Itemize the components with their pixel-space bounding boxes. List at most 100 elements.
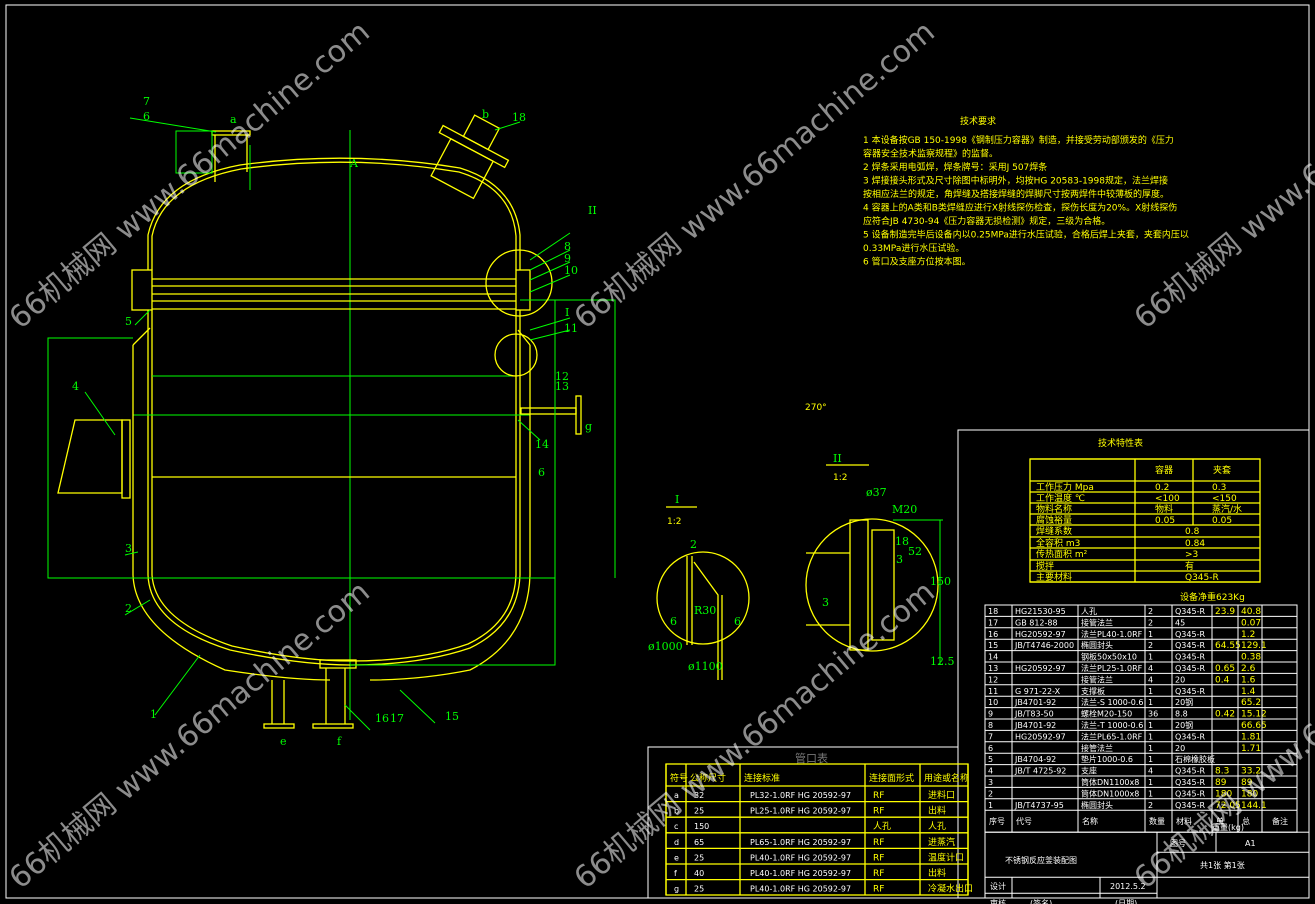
parts-list-cell: 16 xyxy=(988,630,998,639)
detail-II-circle xyxy=(485,249,553,317)
parts-list-cell: 椭圆封头 xyxy=(1081,640,1113,650)
parts-list-cell: 20钢 xyxy=(1175,720,1193,730)
parts-list-cell: 螺栓M20-150 xyxy=(1081,709,1132,719)
tech-table-value: 0.8 xyxy=(1185,527,1200,537)
parts-list-cell: 筒体DN1000x8 xyxy=(1081,788,1139,798)
parts-list-cell: 45 xyxy=(1175,618,1185,627)
nozzle-table-cell: 25 xyxy=(694,807,704,816)
nozzle-table-cell: 25 xyxy=(694,853,704,862)
nozzle-table-cell: 65 xyxy=(694,838,704,847)
parts-list-cell: JB/T 4725-92 xyxy=(1014,767,1066,776)
nozzle-table-cell: PL65-1.0RF HG 20592-97 xyxy=(750,838,851,847)
parts-list-cell: 40.8 xyxy=(1241,607,1261,617)
parts-list-cell: JB/T4746-2000 xyxy=(1014,641,1074,650)
parts-list-cell: 10 xyxy=(988,698,998,707)
tech-table-value: 0.3 xyxy=(1212,483,1226,493)
parts-list-cell: Q345-R xyxy=(1175,664,1205,673)
dim-text: 150 xyxy=(930,575,951,588)
parts-list-cell: 89 xyxy=(1215,778,1227,788)
tech-requirement-line: 6 管口及支座方位按本图。 xyxy=(863,256,971,268)
parts-list-cell: 石棉橡胶板 xyxy=(1175,754,1215,764)
nozzle-table-cell: 人孔 xyxy=(928,821,946,832)
detail-II-mark: II xyxy=(588,204,597,217)
parts-list-cell: 11 xyxy=(988,687,998,696)
parts-list-cell: 支座 xyxy=(1081,766,1097,776)
nozzle-bottom-center xyxy=(319,659,357,669)
tech-table-value: 有 xyxy=(1185,560,1194,572)
callout-13: 13 xyxy=(555,380,569,393)
parts-list-header: 材料 xyxy=(1176,816,1192,826)
callout-14: 14 xyxy=(535,438,549,451)
parts-list-cell: 0.07 xyxy=(1241,618,1261,628)
parts-list-cell: 2 xyxy=(1148,618,1153,627)
dim-text: 6 xyxy=(670,615,677,628)
tech-table-label: 腐蚀裕量 xyxy=(1036,514,1072,526)
nozzle-table-cell: 出料 xyxy=(928,805,946,817)
parts-list-header: 名称 xyxy=(1082,816,1098,826)
parts-list-cell: 144.1 xyxy=(1241,801,1267,811)
callout-15: 15 xyxy=(445,710,459,723)
tech-table-value: >3 xyxy=(1185,550,1198,560)
parts-list-cell: HG21530-95 xyxy=(1015,607,1066,616)
parts-list-header: 序号 xyxy=(989,816,1005,826)
watermark-text: 66机械网 www.66machine.com xyxy=(1128,574,1315,896)
dim-text: 12.5 xyxy=(930,655,955,668)
nozzle-table-header: 符号 xyxy=(670,772,688,784)
tech-table-value: 蒸汽/水 xyxy=(1212,503,1242,515)
angle-label: 270° xyxy=(805,403,827,413)
parts-list-cell: 4 xyxy=(1148,767,1153,776)
parts-list-cell: G 971-22-X xyxy=(1015,687,1061,696)
nozzle-table-cell: RF xyxy=(873,791,884,801)
tech-table-value: 物料 xyxy=(1155,503,1173,515)
tech-table-label: 焊缝系数 xyxy=(1036,525,1072,537)
parts-list-cell: 1.4 xyxy=(1241,687,1256,697)
parts-list-cell: 0.42 xyxy=(1215,710,1235,720)
manhole xyxy=(430,114,510,200)
detail-I-mark: I xyxy=(565,306,569,319)
reviewer-label: 审核 xyxy=(990,898,1006,904)
callout-7: 7 xyxy=(143,95,150,108)
tech-table-title: 技术特性表 xyxy=(1098,437,1143,449)
parts-list-cell: 0.38 xyxy=(1241,653,1261,663)
dim-text: 52 xyxy=(908,545,922,558)
parts-list-cell: 1.71 xyxy=(1241,744,1261,754)
parts-list-cell: Q345-R xyxy=(1175,607,1205,616)
detail-I-scale: 1:2 xyxy=(667,517,681,527)
nozzle-table-cell: 进料口 xyxy=(928,789,955,801)
watermark-text: 66机械网 www.66machine.com xyxy=(3,14,377,336)
dim-text: ø1000 xyxy=(648,640,683,653)
tech-table-label: 工作压力 Mpa xyxy=(1036,481,1094,493)
callout-3: 3 xyxy=(125,542,132,555)
parts-list-cell: 72.05 xyxy=(1215,801,1241,811)
callout-2: 2 xyxy=(125,602,132,615)
bottom-head xyxy=(147,574,521,666)
parts-list-cell: 2 xyxy=(988,789,993,798)
parts-list-cell: 15 xyxy=(988,641,998,650)
parts-list-cell: 4 xyxy=(1148,675,1153,684)
parts-list-cell: 钢板50x50x10 xyxy=(1081,652,1137,662)
parts-list-cell: 2.6 xyxy=(1241,664,1256,674)
parts-list-header: 总 xyxy=(1242,816,1250,826)
parts-list-cell: 20 xyxy=(1175,744,1185,753)
parts-list-cell: 1.6 xyxy=(1241,675,1256,685)
date-label: (日期) xyxy=(1115,899,1137,904)
callout-6: 6 xyxy=(143,110,150,123)
dim-text: ø37 xyxy=(866,486,887,499)
parts-list-header: 单 xyxy=(1216,816,1224,826)
top-head-inner xyxy=(151,161,517,270)
parts-list-cell: 1 xyxy=(1148,789,1153,798)
view-label-A: A xyxy=(349,157,359,170)
design-date: 2012.5.2 xyxy=(1110,882,1146,891)
